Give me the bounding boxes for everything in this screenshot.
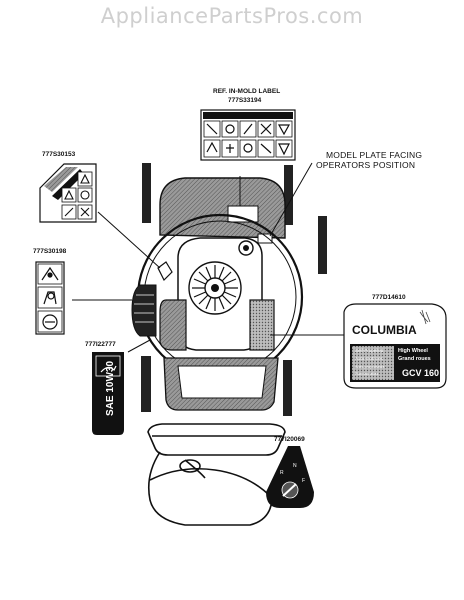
brand-engine: GCV 160 [402,368,439,378]
right-side-bar [318,216,327,274]
throttle-decal: R N F [266,446,314,508]
model-plate [227,205,259,223]
svg-text:R: R [280,470,284,476]
oil-decal [92,352,124,435]
engine-side-housing [249,299,275,351]
ref-label-line1: REF. IN-MOLD LABEL [213,88,281,95]
front-left-wheel [141,356,151,412]
brand-feature-5: Auto-propulsada [355,364,385,369]
brand-feature-3: Auto-motrices [355,356,384,361]
svg-text:F: F [302,478,305,484]
decal-oil-part: 777I22777 [85,341,116,348]
rear-right-wheel [284,165,293,225]
safety-decal-vertical [35,261,65,335]
grass-bag-frame [147,423,286,526]
leader-lines [72,162,345,353]
warning-decal [39,163,97,223]
deck-decal-location [157,261,173,282]
brand-name: COLUMBIA [352,323,417,337]
brand-feature-1: Self-Propelled [355,348,384,353]
front-right-wheel [283,360,292,416]
model-plate-small [257,233,273,244]
air-filter [159,299,187,351]
brand-feature-4: Grand roues [398,356,431,362]
model-plate-line1: MODEL PLATE FACING [326,150,423,160]
brand-feature-2: High Wheel [398,348,428,354]
oil-decal-text: SAE 10W30 [105,361,116,416]
brand-feature-6: Ruedas altas [355,371,378,376]
decal-throttle-part: 777I20069 [274,436,305,443]
ref-label-part: 777S33194 [228,97,262,104]
brand-decal [343,303,447,389]
rear-left-wheel [142,163,151,223]
in-mold-label [200,109,296,161]
decal-left-mid-part: 777S30198 [33,248,67,255]
fuel-tank [131,284,157,337]
decal-brand-part: 777D14610 [372,294,406,301]
model-plate-line2: OPERATORS POSITION [316,160,416,170]
svg-text:N: N [293,463,297,469]
decal-left-top-part: 777S30153 [42,151,76,158]
watermark: AppliancePartsPros.com [100,4,364,28]
